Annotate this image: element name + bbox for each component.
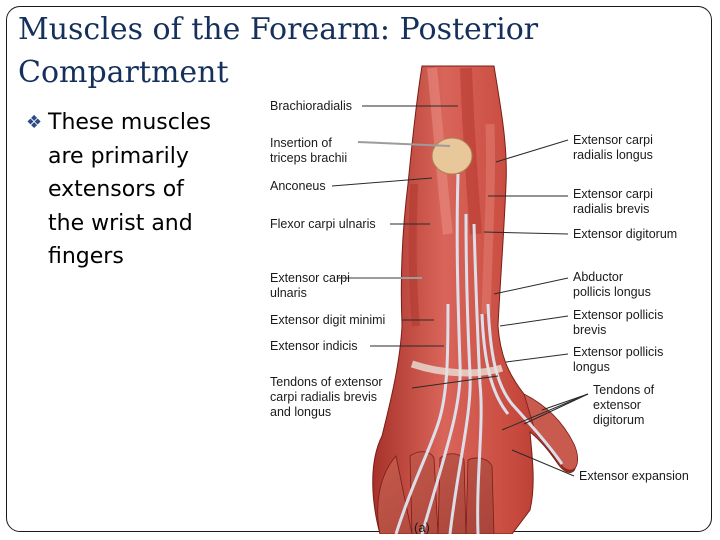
label-extensor-expansion: Extensor expansion [579, 469, 689, 483]
fingers-shape [377, 451, 495, 534]
label-extensor-digiti-minimi: Extensor digit minimi [270, 313, 385, 327]
bullet-line: These muscles [48, 110, 211, 135]
olecranon-shape [431, 137, 473, 175]
bullet-line: fingers [48, 244, 124, 269]
bullet-line: are primarily [48, 143, 189, 169]
bullet-text: These muscles are primarily extensors of… [26, 106, 241, 274]
bullet-line: extensors of [48, 177, 184, 202]
slide-title: Muscles of the Forearm: Posterior Compar… [18, 8, 618, 94]
label-flexor-carpi-ulnaris: Flexor carpi ulnaris [270, 217, 376, 231]
leader-lines [331, 105, 589, 477]
label-extensor-digitorum: Extensor digitorum [573, 227, 677, 241]
title-line-2: Compartment [18, 55, 229, 90]
label-anconeus: Anconeus [270, 179, 326, 193]
thumb-shape [523, 393, 578, 471]
label-extensor-indicis: Extensor indicis [270, 339, 358, 353]
title-line-1: Muscles of the Forearm: Posterior [18, 12, 539, 47]
bullet-line: the wrist and [48, 210, 193, 236]
slide-frame [6, 6, 712, 532]
label-brachioradialis: Brachioradialis [270, 99, 352, 113]
bullet-item: ❖ These muscles are primarily extensors … [26, 106, 241, 274]
panel-label: (a) [414, 520, 430, 534]
bullet-glyph-icon: ❖ [26, 112, 43, 133]
tendons-group [394, 173, 564, 534]
